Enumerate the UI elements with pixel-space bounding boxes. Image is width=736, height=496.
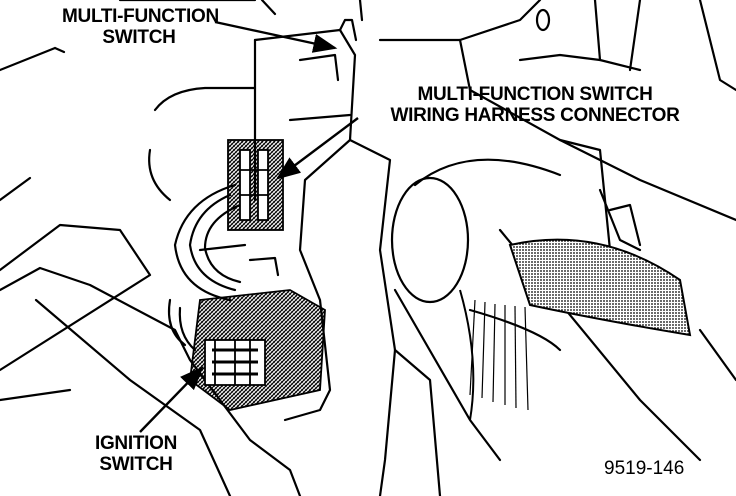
switch-housing (253, 28, 357, 422)
column-shroud (378, 0, 542, 42)
column-grip-band (508, 238, 692, 337)
wiring-harness-connector-label: MULTI-FUNCTION SWITCH WIRING HARNESS CON… (370, 84, 700, 126)
leader-harness (276, 117, 359, 180)
column-tube-end (390, 176, 470, 304)
label-line: WIRING HARNESS CONNECTOR (390, 105, 680, 126)
figure-id: 9519-146 (604, 458, 685, 479)
dash-panel-lower (0, 266, 302, 496)
dash-panel-left (0, 223, 152, 372)
label-line: SWITCH (99, 454, 173, 475)
wire-loop-1 (173, 183, 237, 302)
harness-connector (227, 139, 284, 231)
leader-mfs (214, 20, 338, 53)
label-line: MULTI-FUNCTION SWITCH (417, 84, 653, 105)
multi-function-switch-label: MULTI-FUNCTION SWITCH (62, 6, 219, 48)
label-line: MULTI-FUNCTION (62, 6, 219, 27)
label-line: SWITCH (102, 27, 176, 48)
leader-ignition (139, 366, 204, 433)
label-line: IGNITION (94, 433, 178, 454)
ignition-switch-body (189, 289, 326, 411)
ignition-switch-label: IGNITION SWITCH (80, 433, 192, 475)
